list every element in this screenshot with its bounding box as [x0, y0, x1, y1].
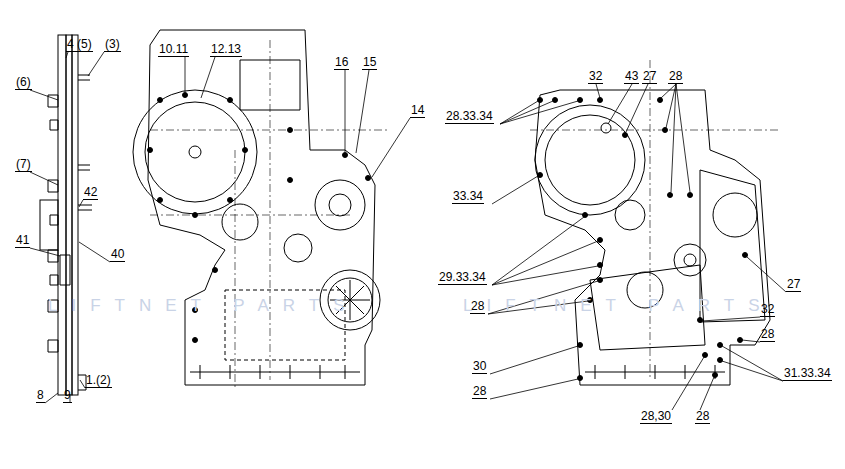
callout-number: 8: [36, 389, 45, 403]
callout-number: 43: [624, 70, 639, 84]
callout-number: 29.33.34: [438, 271, 487, 285]
callout-number: 15: [362, 56, 377, 70]
watermark: LIFTNET PARTS: [463, 296, 773, 316]
callout-number: 28: [760, 328, 775, 342]
callout-number: 42: [83, 186, 98, 200]
callout-number: 32: [588, 70, 603, 84]
callout-number: 31.33.34: [783, 367, 832, 381]
callout-number: 41: [15, 234, 30, 248]
callout-number: (3): [104, 38, 121, 52]
callout-number: 10.11: [158, 43, 189, 57]
callout-number: 28: [472, 385, 487, 399]
callout-number: 4 (5): [66, 38, 93, 52]
callout-number: 14: [410, 104, 425, 118]
callout-number: (7): [15, 158, 32, 172]
callout-number: 12.13: [210, 43, 242, 57]
callout-number: 28: [695, 410, 710, 424]
callout-number: 1.(2): [85, 374, 112, 388]
callout-number: 27: [642, 70, 657, 84]
callout-number: 33.34: [452, 190, 484, 204]
callout-number: 27: [786, 278, 801, 292]
callout-number: 16: [334, 56, 349, 70]
callout-number: 40: [110, 248, 125, 262]
callout-number: 30: [472, 360, 487, 374]
callout-number: 9: [63, 389, 72, 403]
callout-number: (6): [15, 76, 32, 90]
watermark: LIFTNET PARTS: [48, 296, 358, 316]
callout-number: 28: [668, 70, 683, 84]
callout-number: 28,30: [640, 410, 672, 424]
callout-number: 28.33.34: [445, 110, 494, 124]
